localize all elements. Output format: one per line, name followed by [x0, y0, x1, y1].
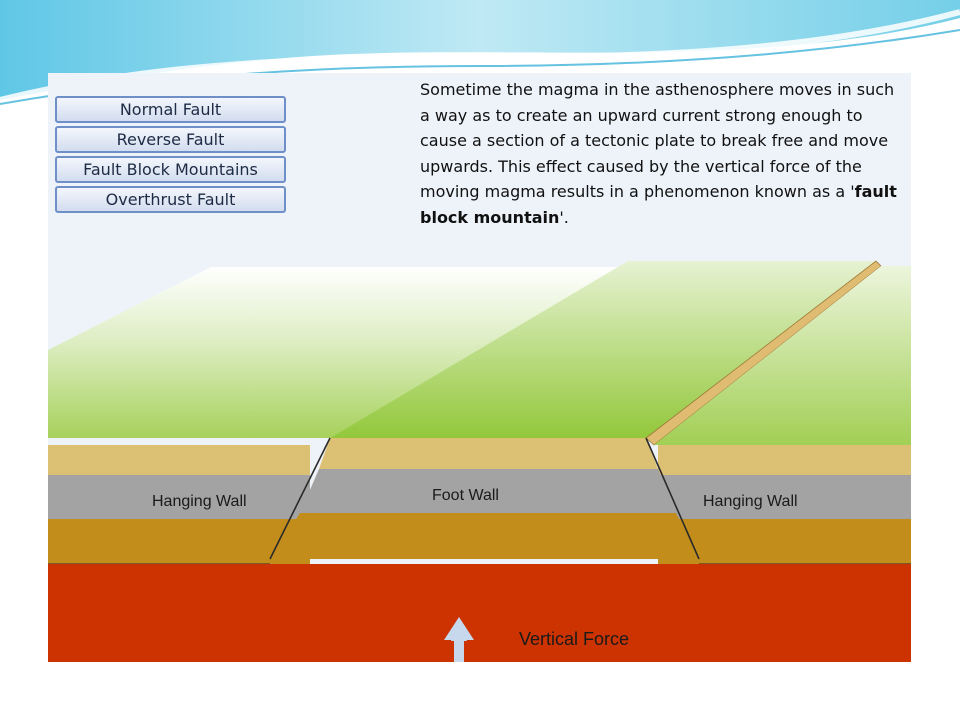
center-grey-layer — [300, 469, 676, 513]
fault-type-menu: Normal Fault Reverse Fault Fault Block M… — [55, 96, 286, 216]
description-text-after: '. — [559, 207, 569, 227]
left-grey-layer — [48, 475, 310, 519]
hanging-wall-right-label: Hanging Wall — [703, 493, 798, 510]
foot-wall-label: Foot Wall — [432, 487, 499, 504]
description-bold-term: fault block mountain — [420, 182, 897, 227]
diagram-frame: Hanging Wall Foot Wall Hanging Wall Vert… — [48, 73, 911, 662]
magma-layer — [48, 564, 911, 662]
hanging-wall-left-label: Hanging Wall — [152, 493, 247, 510]
description-text-before: Sometime the magma in the asthenosphere … — [420, 80, 895, 201]
right-grey-layer — [658, 475, 911, 519]
center-ochre-layer — [270, 513, 699, 559]
description-text: Sometime the magma in the asthenosphere … — [420, 77, 902, 230]
left-top-layer — [48, 445, 310, 475]
left-block-surface — [48, 267, 628, 438]
right-block-surface — [654, 266, 911, 445]
fault-block-mountains-button[interactable]: Fault Block Mountains — [55, 156, 286, 183]
vertical-force-label: Vertical Force — [519, 629, 629, 649]
right-ochre-layer — [658, 519, 911, 564]
right-fault-line — [645, 437, 700, 560]
center-top-layer — [319, 438, 658, 469]
right-top-layer — [658, 445, 911, 475]
vertical-force-arrow-head — [444, 617, 474, 640]
left-ochre-layer — [48, 519, 310, 564]
overthrust-fault-button[interactable]: Overthrust Fault — [55, 186, 286, 213]
center-block-surface — [330, 261, 876, 438]
left-fault-line — [269, 437, 331, 560]
reverse-fault-button[interactable]: Reverse Fault — [55, 126, 286, 153]
normal-fault-button[interactable]: Normal Fault — [55, 96, 286, 123]
vertical-force-arrow-shaft — [454, 636, 464, 662]
